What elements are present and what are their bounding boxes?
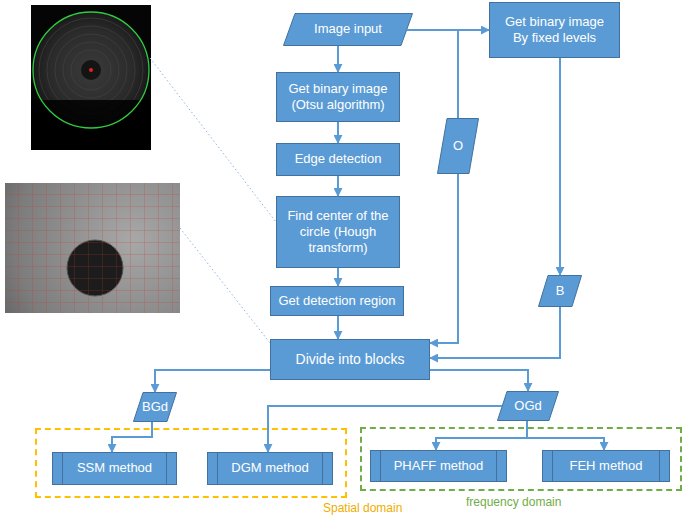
data-parallelogram: BGd [133, 392, 177, 422]
method-box: FEH method [542, 450, 670, 482]
method-box: PHAFF method [370, 450, 507, 482]
node-label: Get binary image (Otsu algorithm) [283, 81, 393, 114]
node-label: Image input [314, 21, 382, 37]
process-box: Get binary image By fixed levels [489, 2, 620, 58]
process-bar [62, 453, 63, 484]
process-bar [217, 453, 218, 484]
flow-arrow [430, 307, 560, 358]
ring [55, 34, 127, 106]
photo-background [5, 183, 180, 313]
process-box: Get binary image (Otsu algorithm) [276, 72, 400, 122]
leader-line [180, 228, 270, 343]
photo-background [31, 5, 151, 150]
ring [63, 42, 119, 98]
flow-arrow [430, 370, 528, 391]
process-bar [496, 451, 497, 481]
process-box: Edge detection [276, 143, 400, 176]
process-box: Get detection region [270, 286, 404, 316]
process-bar [166, 453, 167, 484]
parallelogram-shape [498, 392, 559, 421]
flow-arrow [436, 421, 527, 450]
method-box: SSM method [52, 452, 177, 485]
flow-arrow [559, 58, 561, 275]
flow-arrow [430, 174, 458, 343]
node-label: Edge detection [295, 151, 382, 167]
node-label: O [453, 138, 463, 154]
flow-arrow [155, 370, 270, 392]
flow-arrow [337, 316, 339, 339]
process-bar [380, 451, 381, 481]
flow-arrow [337, 268, 339, 286]
node-label: Find center of the circle (Hough transfo… [283, 208, 393, 257]
process-bar [552, 451, 553, 481]
flow-arrow [527, 421, 604, 450]
block-grid [5, 183, 180, 313]
photo-bottom [5, 183, 180, 313]
data-parallelogram: B [538, 275, 582, 307]
photo-top [31, 5, 151, 150]
node-label: BGd [142, 399, 168, 415]
node-label: OGd [514, 398, 541, 414]
leader-line [150, 58, 276, 222]
flow-arrow [337, 176, 339, 196]
flow-arrow [112, 422, 152, 452]
data-parallelogram: OGd [497, 391, 559, 421]
node-label: Get binary image By fixed levels [496, 14, 613, 47]
parallelogram-shape [134, 393, 177, 422]
process-bar [322, 453, 323, 484]
center-dot [89, 68, 93, 72]
data-parallelogram: O [437, 118, 479, 174]
group-label: frequency domain [466, 495, 561, 510]
parallelogram-shape [539, 276, 582, 307]
disk [5, 183, 180, 313]
node-label: Divide into blocks [296, 351, 405, 369]
node-label: Get detection region [278, 293, 395, 309]
detected-circle [33, 12, 149, 128]
node-label: FEH method [570, 458, 643, 474]
process-bar [659, 451, 660, 481]
domain-group: Spatial domainSSM methodDGM method [35, 428, 347, 498]
ring [71, 50, 111, 90]
data-parallelogram: Image input [283, 13, 413, 46]
domain-group: frequency domainPHAFF methodFEH method [360, 427, 682, 491]
node-label: B [556, 283, 565, 299]
group-label: Spatial domain [323, 501, 402, 515]
dark-band [31, 100, 151, 150]
flow-arrow [337, 46, 339, 72]
flow-arrow [407, 29, 489, 31]
node-label: DGM method [231, 460, 308, 476]
parallelogram-shape [284, 14, 413, 46]
flow-arrow [337, 122, 339, 143]
method-box: DGM method [207, 452, 333, 485]
parallelogram-shape [438, 119, 479, 174]
flow-arrow [268, 406, 502, 452]
node-label: SSM method [77, 460, 152, 476]
process-box: Find center of the circle (Hough transfo… [276, 196, 400, 268]
flow-arrow [407, 30, 458, 118]
center-hole [81, 60, 101, 80]
node-label: PHAFF method [394, 458, 484, 474]
process-box: Divide into blocks [270, 339, 430, 380]
